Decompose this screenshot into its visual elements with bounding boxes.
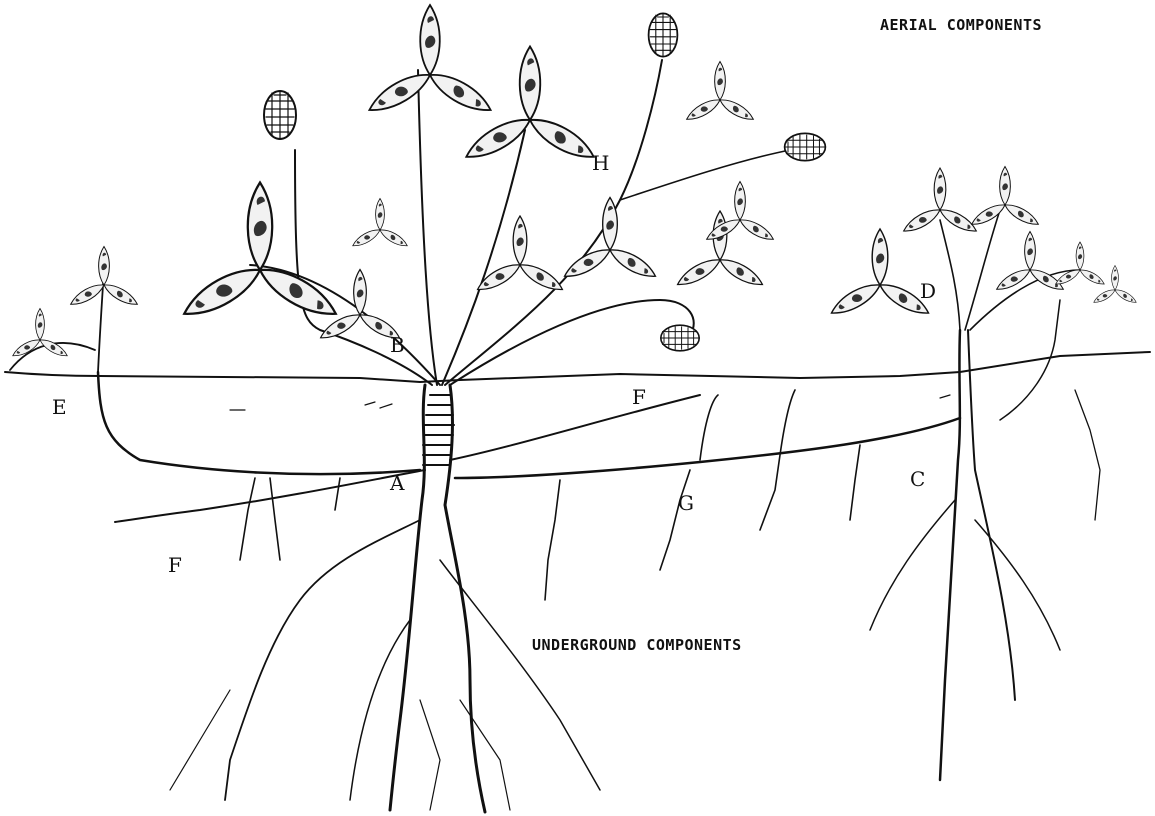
trifoliate-leaves xyxy=(11,5,1138,360)
label-c: C xyxy=(910,467,925,491)
label-f-upper: F xyxy=(632,385,646,409)
label-a: A xyxy=(389,471,405,495)
label-h: H xyxy=(592,151,609,175)
label-f-lower: F xyxy=(168,553,182,577)
daughter-plant-roots xyxy=(870,300,1100,780)
taproot xyxy=(170,385,600,812)
label-g: G xyxy=(678,491,694,515)
label-d: D xyxy=(920,279,936,303)
part-labels: A B C D E F F G H xyxy=(52,151,936,577)
label-b: B xyxy=(390,333,405,357)
caption-aerial: AERIAL COMPONENTS xyxy=(880,16,1042,34)
aerial-stems xyxy=(98,60,1080,385)
ground-line xyxy=(5,343,1150,410)
caption-underground: UNDERGROUND COMPONENTS xyxy=(532,636,742,654)
stolons xyxy=(98,372,960,600)
label-e: E xyxy=(52,395,67,419)
